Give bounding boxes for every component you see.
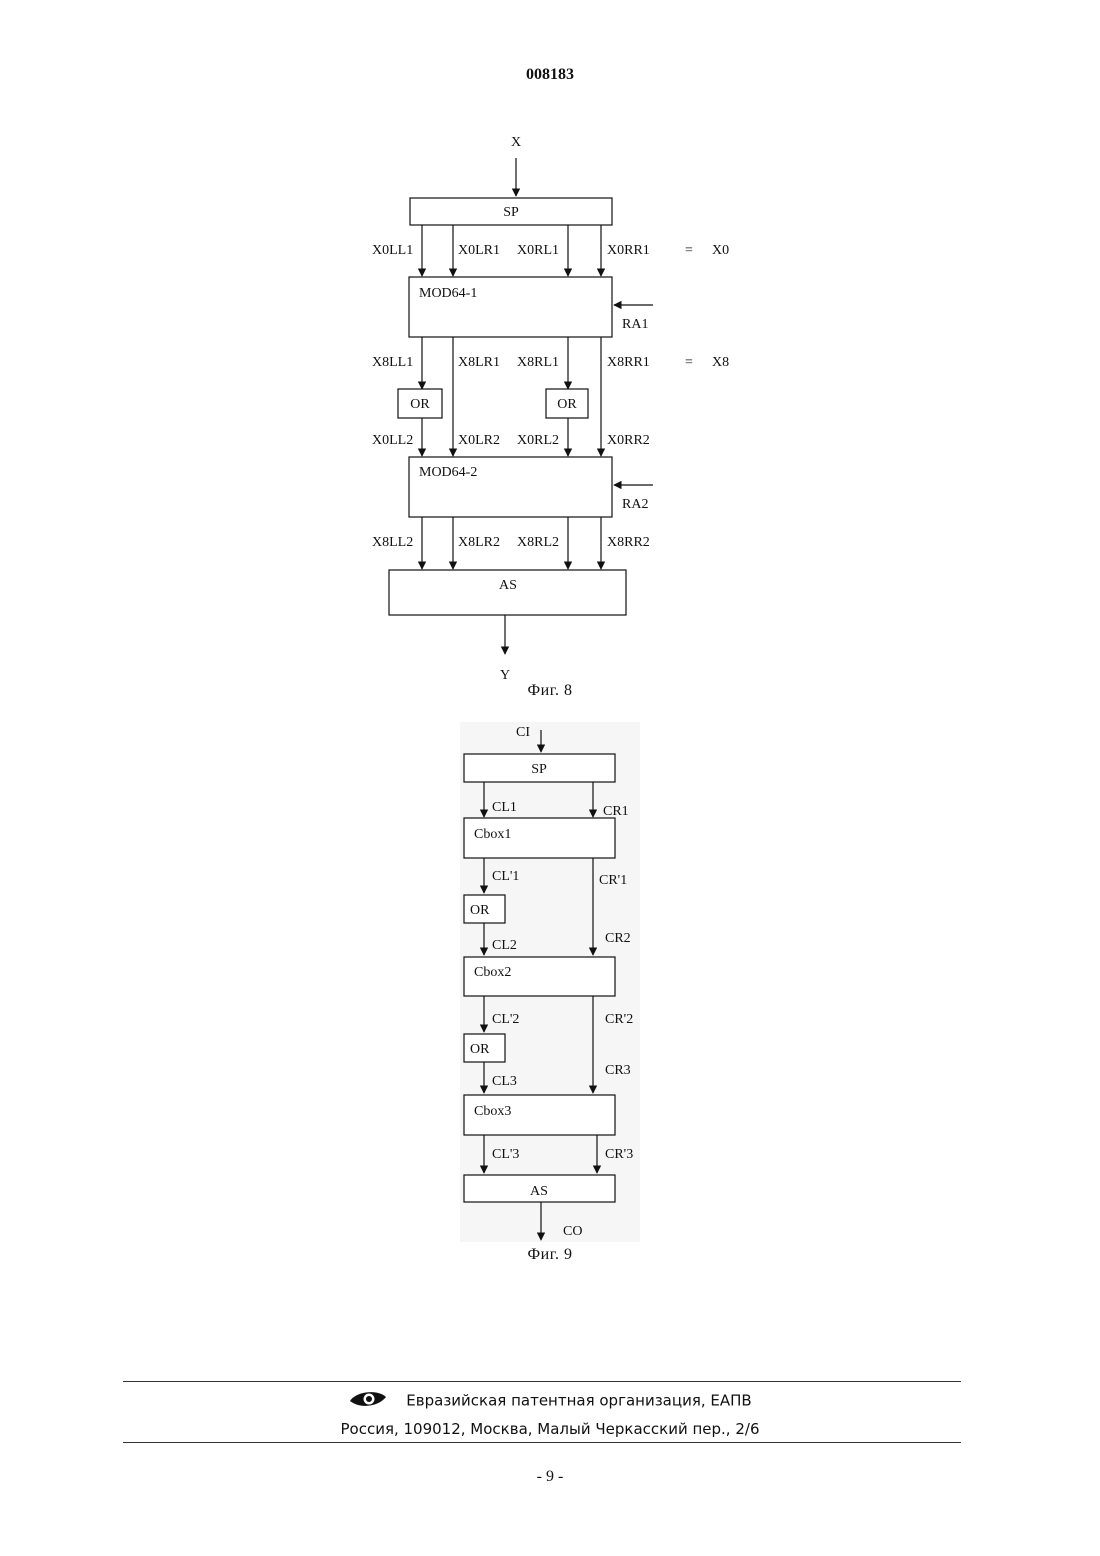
footer-org-line: Евразийская патентная организация, ЕАПВ bbox=[0, 1388, 1100, 1414]
fig9-cbox1-label: Cbox1 bbox=[474, 827, 511, 842]
fig9-as-label: AS bbox=[530, 1184, 548, 1199]
figure-9-diagram: CI SP CL1 CR1 Cbox1 CL'1 CR'1 OR CL2 CR2… bbox=[0, 0, 1100, 1250]
fig9-label-cr3p: CR'3 bbox=[605, 1147, 633, 1162]
fig9-cbox3-label: Cbox3 bbox=[474, 1104, 511, 1119]
fig9-input-label: CI bbox=[516, 725, 530, 740]
fig9-sp-label: SP bbox=[531, 762, 547, 777]
fig9-label-cl2p: CL'2 bbox=[492, 1012, 519, 1027]
fig9-label-cr2: CR2 bbox=[605, 931, 631, 946]
footer-top-rule bbox=[123, 1381, 961, 1382]
fig9-label-cr3: CR3 bbox=[605, 1063, 631, 1078]
eapo-logo-icon bbox=[348, 1388, 388, 1414]
page-number: - 9 - bbox=[0, 1468, 1100, 1486]
fig9-label-cr2p: CR'2 bbox=[605, 1012, 633, 1027]
fig9-label-cr1: CR1 bbox=[603, 804, 629, 819]
footer-address: Россия, 109012, Москва, Малый Черкасский… bbox=[0, 1420, 1100, 1438]
fig9-output-label: CO bbox=[563, 1224, 582, 1239]
footer-bottom-rule bbox=[123, 1442, 961, 1443]
fig9-or2-label: OR bbox=[470, 1042, 490, 1057]
fig9-cbox2-label: Cbox2 bbox=[474, 965, 511, 980]
fig9-label-cl1p: CL'1 bbox=[492, 869, 519, 884]
fig9-or1-label: OR bbox=[470, 903, 490, 918]
fig9-label-cl1: CL1 bbox=[492, 800, 517, 815]
footer-org-name: Евразийская патентная организация, ЕАПВ bbox=[406, 1392, 751, 1410]
fig9-label-cl3p: CL'3 bbox=[492, 1147, 519, 1162]
fig9-caption: Фиг. 9 bbox=[0, 1246, 1100, 1264]
fig9-label-cr1p: CR'1 bbox=[599, 873, 627, 888]
fig9-label-cl3: CL3 bbox=[492, 1074, 517, 1089]
fig9-label-cl2: CL2 bbox=[492, 938, 517, 953]
